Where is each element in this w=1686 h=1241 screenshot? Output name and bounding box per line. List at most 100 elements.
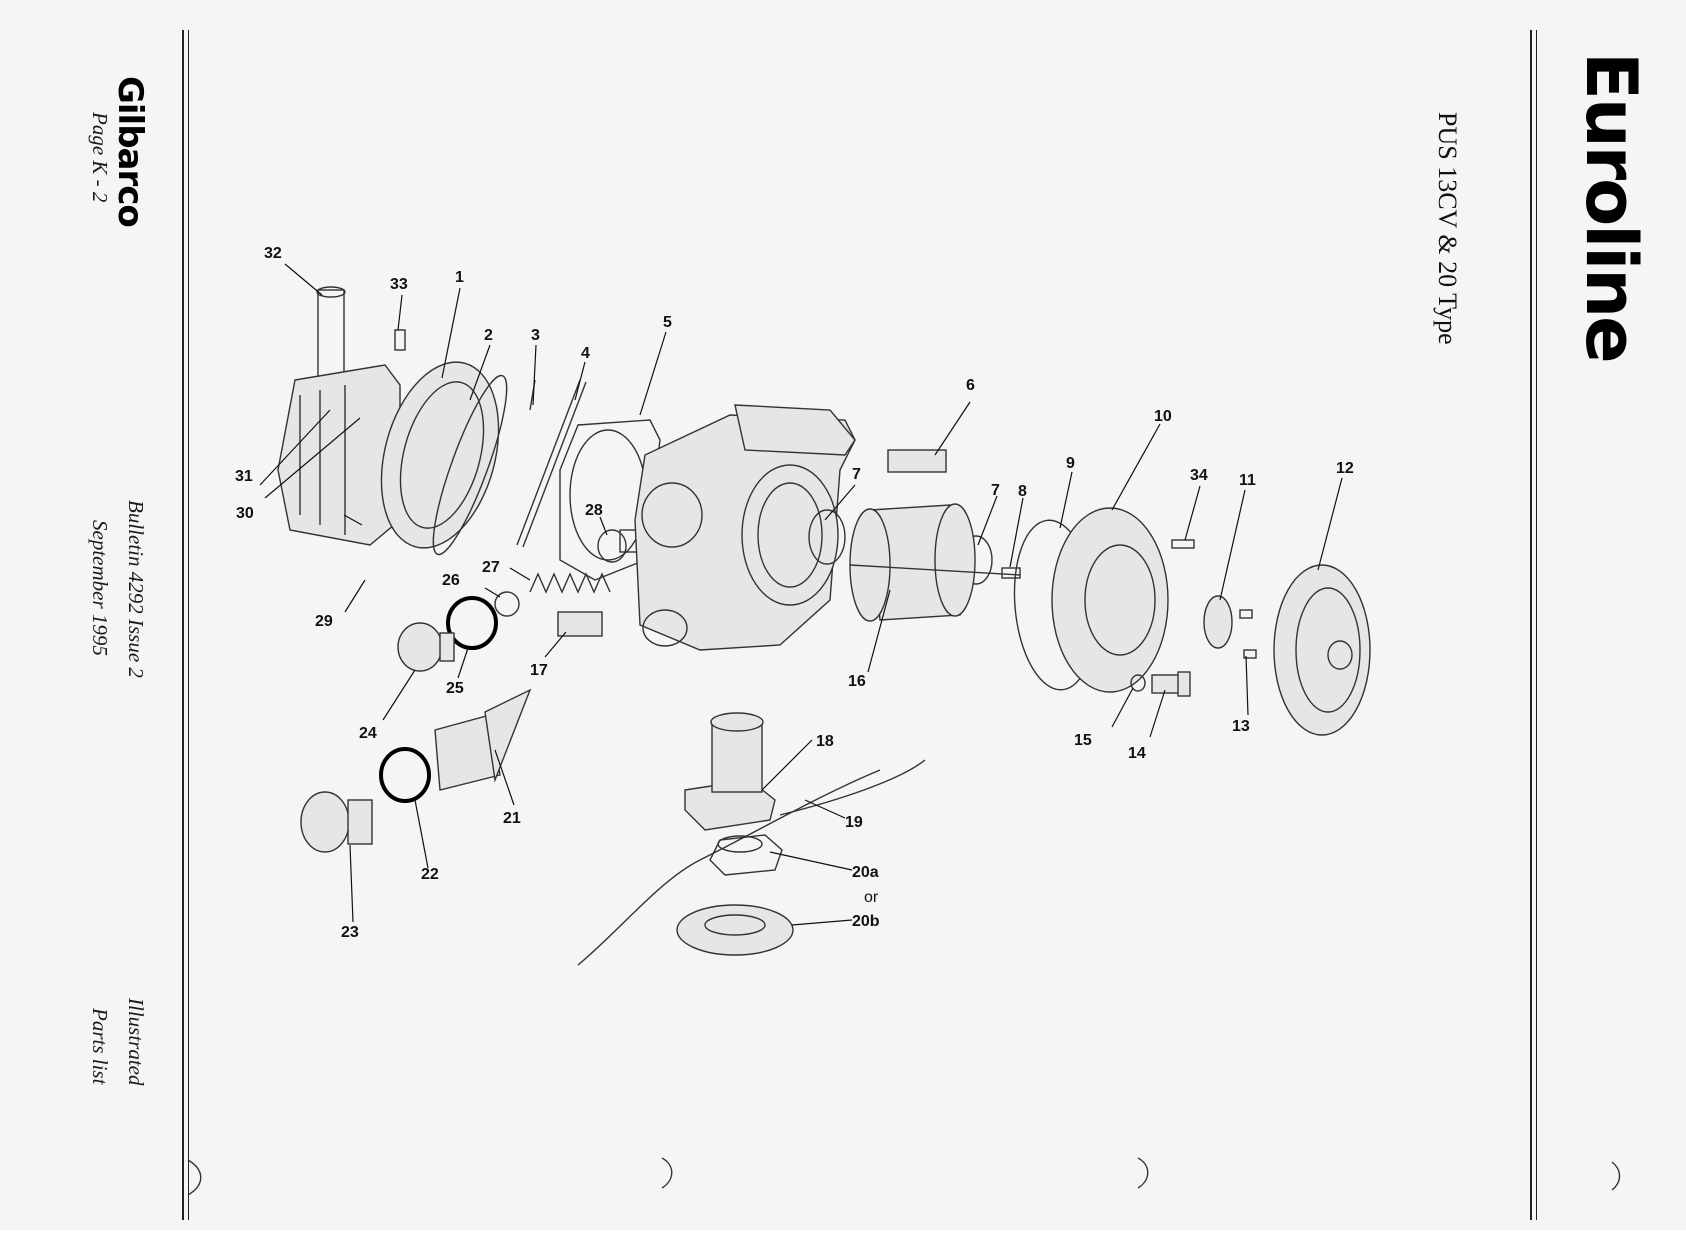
- callout-30: 30: [236, 505, 254, 522]
- end-cover-10-plate: [1051, 507, 1169, 693]
- bolt-14-shank: [1151, 674, 1181, 694]
- part-25-o-ring: [446, 596, 498, 650]
- plug-24-thread: [439, 632, 455, 662]
- part-10-end-cover: [1051, 507, 1169, 693]
- callout-12: 12: [1336, 460, 1354, 477]
- callout-2: 2: [484, 327, 493, 344]
- strainer-21-body: [434, 714, 501, 791]
- part-22-o-ring: [379, 747, 431, 803]
- housing-ribs: [299, 385, 346, 535]
- housing-flange: [380, 361, 500, 549]
- callout-22: 22: [421, 866, 439, 883]
- part-8-pin: [1001, 567, 1021, 579]
- callout-8: 8: [1018, 483, 1027, 500]
- callout-or: or: [864, 889, 879, 906]
- right-margin-rule-inner: [1536, 30, 1537, 1220]
- callout-21: 21: [503, 810, 521, 827]
- part-14-bolt: [1151, 671, 1191, 697]
- part-19-line: [779, 759, 926, 816]
- part-15-washer: [1130, 674, 1146, 692]
- pump-body-bore-inner: [757, 482, 823, 588]
- callout-25: 25: [446, 680, 464, 697]
- callout-14: 14: [1128, 745, 1146, 762]
- callout-16: 16: [848, 673, 866, 690]
- callout-3: 3: [531, 327, 540, 344]
- binder-hole-right: [1137, 1157, 1149, 1189]
- callout-7-left: 7: [852, 466, 861, 483]
- part-27-spring: [529, 572, 611, 594]
- part-4-rod-edge: [522, 381, 587, 548]
- callout-11: 11: [1239, 472, 1256, 489]
- flange-18-top: [710, 712, 764, 732]
- callout-27: 27: [482, 559, 500, 576]
- part-1-bearing-housing: [277, 361, 500, 549]
- part-2-gasket: [432, 374, 508, 556]
- callout-10: 10: [1154, 408, 1172, 425]
- part-5-cover-gasket: [559, 419, 661, 581]
- part-13-screw-b: [1243, 649, 1257, 659]
- spacer-20b-face: [676, 904, 794, 956]
- callout-34: 34: [1190, 467, 1208, 484]
- part-13-screw-a: [1239, 609, 1253, 619]
- left-margin-rule: [182, 30, 184, 1220]
- callout-15: 15: [1074, 732, 1092, 749]
- part-34-dowel: [1171, 539, 1195, 549]
- callout-20a: 20a: [852, 864, 879, 881]
- screw-33: [394, 329, 406, 351]
- plug-24-head: [397, 622, 443, 672]
- pulley-12-groove: [1295, 587, 1361, 713]
- binder-hole-mid: [661, 1157, 673, 1189]
- spacer-20b-bore: [704, 914, 766, 936]
- page-bottom-edge: [0, 1230, 1686, 1241]
- callout-labels: 32 33 1 2 3 4 5 6 7 7 8 9 10 34 11 12 13…: [235, 245, 1354, 941]
- plug-23-head: [300, 791, 350, 853]
- pulley-12-hub: [1327, 640, 1353, 670]
- part-23-plug: [300, 791, 373, 853]
- part-11-bearing-cap: [1203, 595, 1233, 649]
- callout-23: 23: [341, 924, 359, 941]
- pipe-curve: [577, 769, 881, 966]
- pump-body-lower-port: [642, 609, 688, 647]
- housing-body: [277, 364, 401, 546]
- vent-pipe-body: [317, 289, 345, 381]
- callout-17: 17: [530, 662, 548, 679]
- callout-19: 19: [845, 814, 863, 831]
- valve-28-head: [597, 529, 627, 563]
- part-26-washer: [494, 591, 520, 617]
- part-21-strainer: [434, 688, 532, 791]
- part-12-pulley: [1273, 564, 1371, 736]
- callout-32: 32: [264, 245, 282, 262]
- callout-5: 5: [663, 314, 672, 331]
- callout-24: 24: [359, 725, 377, 742]
- strainer-21-cone: [484, 688, 532, 783]
- vent-pipe-cap: [316, 286, 346, 298]
- bolt-14-head: [1177, 671, 1191, 697]
- leader-lines: [259, 263, 1343, 926]
- gasket-5-opening: [569, 429, 647, 561]
- part-32-vent-pipe: [316, 286, 346, 381]
- flange-18-nozzle: [711, 721, 763, 793]
- callout-9: 9: [1066, 455, 1075, 472]
- pump-body-bore: [741, 464, 839, 606]
- callout-28: 28: [585, 502, 603, 519]
- part-18-flange: [684, 712, 776, 831]
- callout-20b: 20b: [852, 913, 880, 930]
- part-7-seal-left: [808, 509, 846, 565]
- callout-31: 31: [235, 468, 253, 485]
- pump-body-top: [734, 404, 856, 456]
- left-margin-rule-inner: [188, 30, 189, 1220]
- rotor-16-rear: [934, 503, 976, 617]
- rotor-16-shaft: [849, 564, 1021, 576]
- callout-13: 13: [1232, 718, 1250, 735]
- pulley-12-rim: [1273, 564, 1371, 736]
- callout-1: 1: [455, 269, 464, 286]
- pump-body-inlet: [641, 482, 703, 548]
- part-20b-spacer: [676, 904, 794, 956]
- plug-23-thread: [347, 799, 373, 845]
- callout-6: 6: [966, 377, 975, 394]
- callout-26: 26: [442, 572, 460, 589]
- callout-29: 29: [315, 613, 333, 630]
- part-17-nipple: [557, 611, 603, 637]
